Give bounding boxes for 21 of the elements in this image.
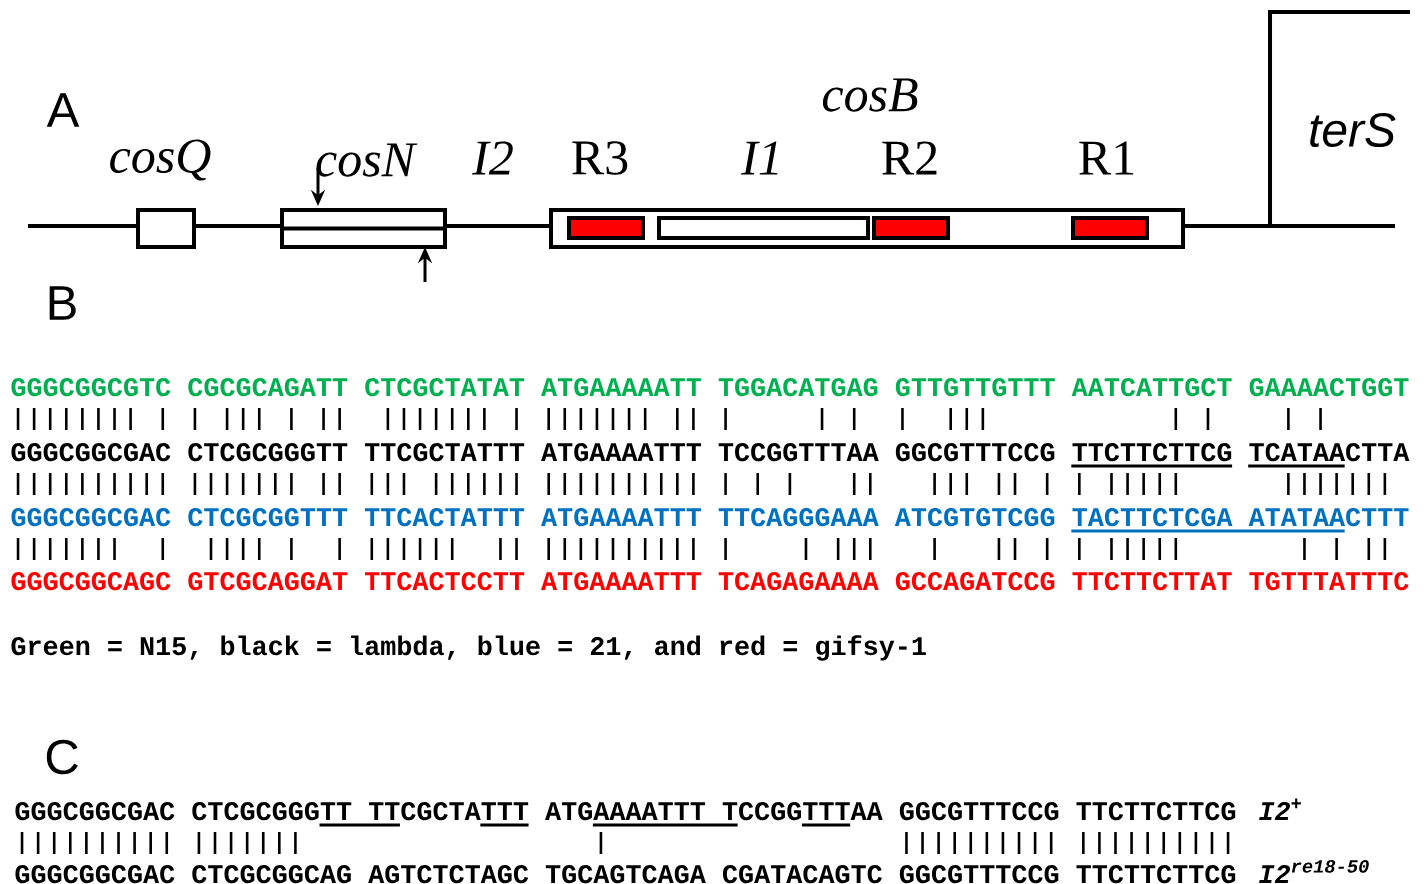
repeat-label: R3 [572, 141, 628, 175]
region-label: I1 [741, 141, 778, 175]
panel-letter: C [46, 739, 78, 775]
panel-letter: B [49, 286, 76, 320]
region-label: cosN [316, 143, 418, 177]
repeat-label: R2 [882, 141, 937, 175]
sequence: GGGCGGCGTC CGCGCAGATT CTCGCTATAT ATGAAAAATT TGGACATGAG GTTGTTGTTT AATCATTGCT GAAAACTGGT [11, 378, 1409, 397]
region-label: cosQ [110, 139, 211, 181]
legend-note: Green = N15, black = lambda, blue = 21, and red = gifsy-1 [11, 635, 926, 661]
segment-label: I2 [472, 141, 513, 175]
region-label: cosB [822, 78, 918, 112]
repeat-label: R1 [1079, 141, 1134, 175]
gene-label: terS [1310, 113, 1396, 147]
panel-letter: A [46, 93, 80, 127]
sequence: GGGCGGCGAC CTCGCGGTTT TTCACTATTT ATGAAAATTT TTCAGGGAAA ATCGTGTCGG TACTTCTCGA ATATAACTTT [11, 508, 1409, 527]
allele-label: I2$^{re18-50}$ [1259, 860, 1369, 883]
sequence: GGGCGGCGAC CTCGCGGCAG AGTCTCTAGC TGCAGTCAGA CGATACAGTC GGCGTTTCCG TTCTTCTTCG [15, 865, 1236, 884]
sequence: GGGCGGCAGC GTCGCAGGAT TTCACTCCTT ATGAAAATTT TCAGAGAAAA GCCAGATCCG TTCTTCTTAT TGTTTATTTC [11, 572, 1409, 591]
sequence: GGGCGGCGAC CTCGCGGGTT TTCGCTATTT ATGAAAATTT TCCGGTTTAA GGCGTTTCCG TTCTTCTTCG TCATAACTTA [11, 443, 1410, 462]
allele-label: I2$^{+}$ [1259, 798, 1301, 820]
sequence: GGGCGGCGAC CTCGCGGGTT TTCGCTATTT ATGAAAATTT TCCGGTTTAA GGCGTTTCCG TTCTTCTTCG [15, 802, 1236, 821]
